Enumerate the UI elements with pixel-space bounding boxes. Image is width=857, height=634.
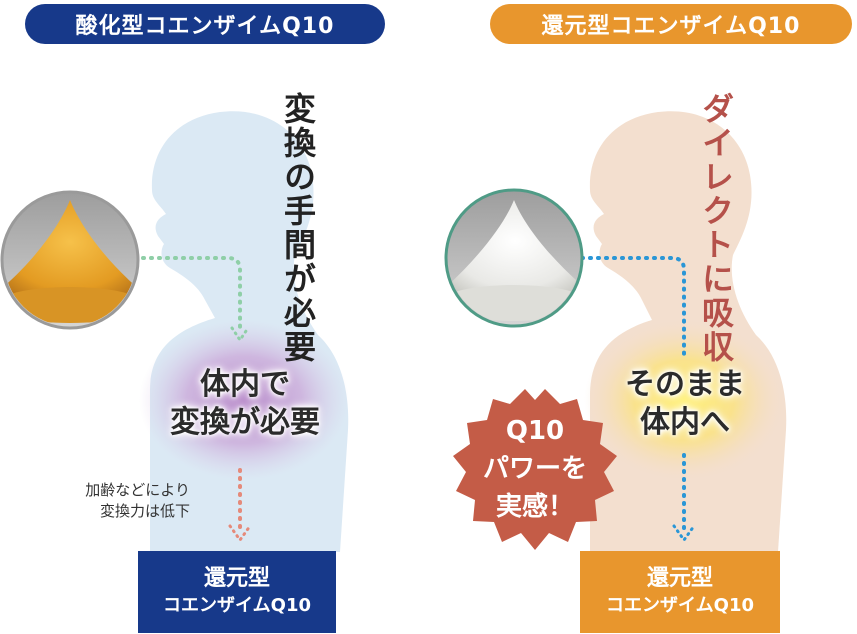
right-dotted-arrow — [580, 256, 686, 357]
left-vertical-text: 変換の手間が必要 — [279, 92, 317, 364]
left-center-text: 体内で 変換が必要 — [150, 366, 340, 442]
right-center-line2: 体内へ — [640, 405, 730, 440]
aging-note: 加齢などにより 変換力は低下 — [40, 480, 190, 522]
badge-line2: パワーを — [482, 454, 587, 484]
left-title: 酸化型コエンザイムQ10 — [75, 14, 335, 39]
right-title: 還元型コエンザイムQ10 — [541, 14, 801, 39]
left-dotted-arrow — [133, 256, 242, 332]
yellow-powder-image — [0, 190, 140, 330]
left-center-line2: 変換が必要 — [170, 405, 320, 440]
left-arrow-head-lower — [228, 524, 252, 543]
right-title-pill: 還元型コエンザイムQ10 — [490, 4, 852, 44]
badge-line1: Q10 — [505, 416, 565, 446]
right-box-line1: 還元型 — [646, 566, 713, 591]
badge-line3: 実感！ — [495, 492, 574, 522]
right-box-line2: コエンザイムQ10 — [606, 595, 754, 616]
left-result-box: 還元型 コエンザイムQ10 — [138, 551, 336, 633]
right-result-box: 還元型 コエンザイムQ10 — [580, 551, 780, 633]
right-arrow-head — [672, 524, 696, 543]
right-center-text: そのまま 体内へ — [600, 366, 770, 442]
right-center-line1: そのまま — [625, 367, 745, 402]
right-absorption-glow — [584, 320, 784, 480]
right-vertical-text: ダイレクトに吸収 — [697, 92, 735, 364]
note-line2: 変換力は低下 — [99, 502, 190, 520]
badge-text: Q10 パワーを 実感！ — [465, 412, 605, 526]
white-powder-image — [444, 188, 584, 328]
left-conversion-glow — [139, 320, 349, 480]
note-line1: 加齢などにより — [85, 481, 190, 499]
left-box-line2: コエンザイムQ10 — [163, 595, 311, 616]
left-box-line1: 還元型 — [203, 566, 270, 591]
left-arrow-head — [230, 326, 250, 343]
left-center-line1: 体内で — [200, 367, 290, 402]
left-title-pill: 酸化型コエンザイムQ10 — [25, 4, 385, 44]
q10-power-badge — [453, 389, 617, 550]
